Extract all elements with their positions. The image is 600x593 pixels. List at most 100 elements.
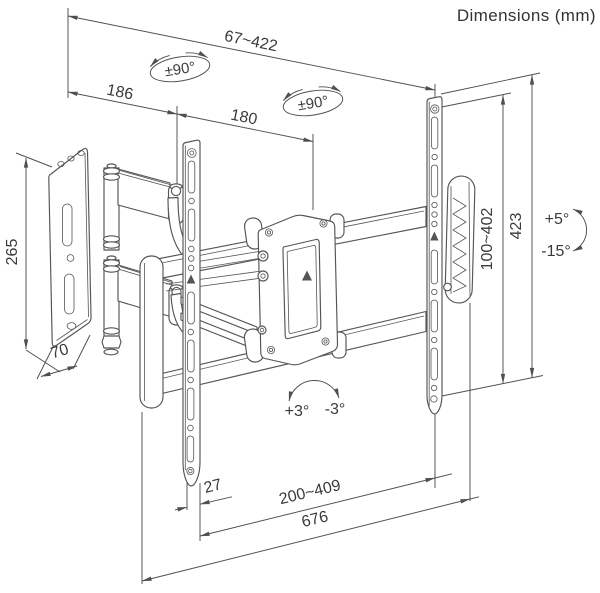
dim-bracket-height: 423 <box>440 72 541 378</box>
corner-screw <box>319 219 328 228</box>
rail-slot <box>430 249 439 285</box>
tilt-up-label: +5° <box>545 211 570 228</box>
rail-slot <box>186 435 195 463</box>
rail-hole <box>187 424 194 432</box>
swivel-angle-left: ±90° <box>149 50 211 83</box>
rail-pivot-hole <box>432 106 438 112</box>
wall-plate-face <box>48 147 92 347</box>
swivel-angle-center: ±90° <box>282 84 344 117</box>
mounting-hole <box>66 254 75 262</box>
level-left-label: +3° <box>285 403 310 420</box>
rail-hole <box>187 264 195 272</box>
swivel-center-label: ±90° <box>296 93 329 115</box>
dimension-line <box>67 15 436 91</box>
rail-slot <box>187 291 195 325</box>
extension-line <box>15 152 53 168</box>
mounting-hole <box>66 322 77 330</box>
mounting-hole <box>77 150 85 156</box>
rail-slot <box>187 339 195 373</box>
tilt-arrow-icon <box>572 208 588 252</box>
rotate-arrow-icon <box>282 88 303 101</box>
rotation-ellipse <box>149 55 211 83</box>
rail-hole <box>431 220 438 228</box>
rail-hole <box>186 466 195 475</box>
rail-pivot-hole <box>187 148 197 158</box>
tilt-down-label: -15° <box>541 243 571 260</box>
rail-hole <box>430 384 438 392</box>
hinge-washer <box>102 173 121 181</box>
extension-line <box>436 92 512 109</box>
upper-arm-beam <box>117 168 171 220</box>
extension-line <box>436 375 544 398</box>
beam-top-face <box>117 170 171 188</box>
rail-hole <box>187 376 194 384</box>
mounting-slot <box>62 203 73 247</box>
rail-slot <box>430 347 438 381</box>
rail-pivot-hole <box>189 150 195 156</box>
brand-triangle-logo <box>430 231 439 241</box>
wall-plate <box>48 147 92 347</box>
level-right-label: -3° <box>325 401 346 418</box>
rotate-arrow-icon <box>149 54 170 67</box>
corner-screw <box>321 337 330 346</box>
left-tv-rail <box>182 139 201 487</box>
dim-wall-plate-height-label: 265 <box>4 239 21 266</box>
dimension-line <box>176 113 314 142</box>
hinge-washer <box>103 348 119 356</box>
diagram-title: Dimensions (mm) <box>457 6 596 25</box>
corner-screw <box>268 347 273 352</box>
spring-clip <box>443 175 476 304</box>
link-rod <box>188 250 263 271</box>
wall-hinge-pins <box>103 167 120 345</box>
clip-body <box>444 175 476 304</box>
corner-screw <box>323 339 328 344</box>
dim-vesa-height-label: 100~402 <box>479 208 496 271</box>
corner-screw <box>321 221 326 226</box>
hinge-nut <box>101 335 122 349</box>
rail-slot <box>430 164 439 198</box>
elbow-pivot-bolt <box>170 185 182 197</box>
dimension-line <box>141 498 471 582</box>
hinge-washer <box>102 265 121 273</box>
rail-body <box>426 96 443 415</box>
dim-wall-plate-width: 70 <box>36 334 91 380</box>
dim-seg2-label: 180 <box>229 107 259 129</box>
link-bolt <box>259 327 265 333</box>
link-bolt <box>260 273 266 279</box>
vesa-head-plate <box>243 213 347 366</box>
dimension-line <box>67 91 178 115</box>
mounting-slot <box>64 273 75 315</box>
rail-hole <box>187 255 195 262</box>
hinge-washer <box>102 241 121 249</box>
rail-hole <box>430 395 438 403</box>
wall-plate-thickness <box>56 152 89 341</box>
mounting-hole <box>57 161 65 167</box>
dimension-overshoot <box>469 496 480 500</box>
head-plate-face <box>257 214 339 366</box>
tilt-angle-annotation: +5° -15° <box>541 208 588 260</box>
right-tv-rail <box>426 96 443 415</box>
dim-rail-edge-offset-label: 27 <box>202 476 223 497</box>
link-bolt <box>257 270 269 282</box>
dim-extension-range-label: 67~422 <box>223 28 279 55</box>
rotate-arrow-icon <box>318 84 341 92</box>
corner-screw <box>266 345 275 354</box>
corner-screw <box>266 230 271 235</box>
rail-hole <box>188 468 193 474</box>
link-bolt <box>260 253 266 259</box>
clip-spring-zigzag <box>452 197 467 293</box>
head-window-inner <box>286 245 318 334</box>
dimension-line <box>199 496 233 505</box>
dim-total-width: 676 <box>141 303 480 584</box>
rail-slot <box>430 116 439 150</box>
rail-hole <box>431 153 438 161</box>
rail-slot <box>186 387 195 421</box>
link-bolt <box>257 325 267 335</box>
level-arrow-icon <box>288 380 340 402</box>
rail-slot <box>187 160 196 194</box>
swivel-left-label: ±90° <box>163 59 196 81</box>
link-rod <box>165 270 263 292</box>
dim-vesa-height-range: 100~402 <box>436 92 544 398</box>
dimension-line <box>40 365 78 377</box>
rotation-ellipse <box>282 89 344 117</box>
